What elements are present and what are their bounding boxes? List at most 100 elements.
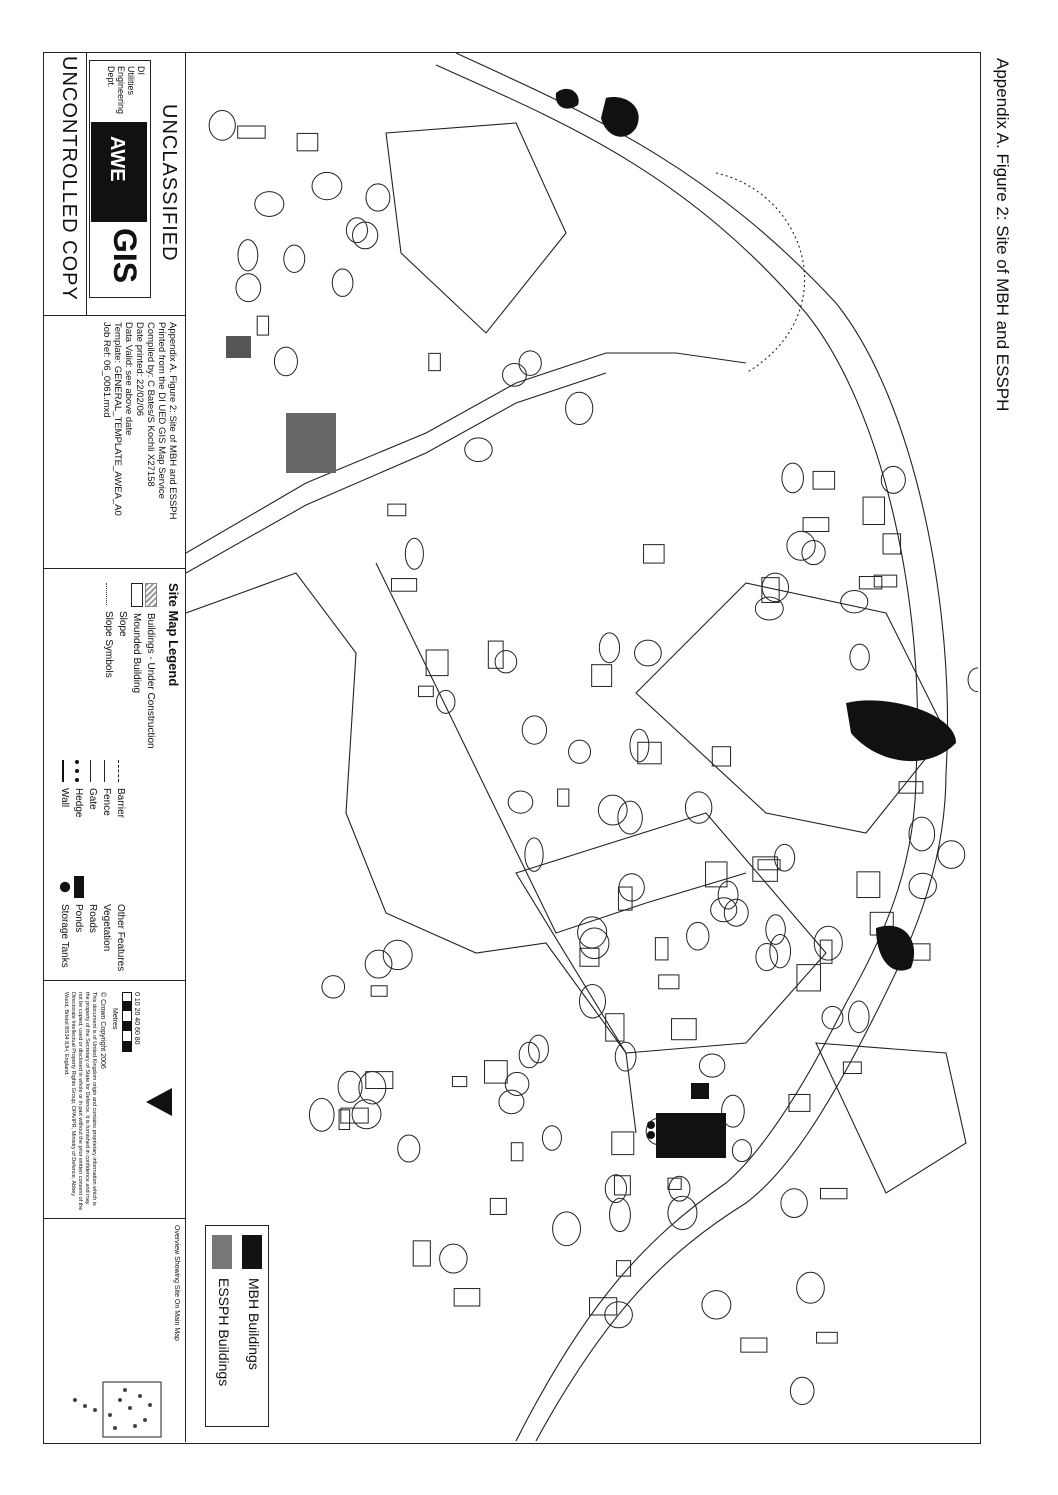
mounded-building	[667, 1195, 698, 1231]
building-footprint	[370, 985, 388, 997]
mounded-building	[311, 171, 343, 201]
building-footprint	[761, 577, 780, 603]
legend-roads: Roads	[86, 876, 100, 971]
mounded-building	[721, 1094, 745, 1128]
building-footprint	[510, 1142, 524, 1162]
legend-label: Hedge	[73, 788, 85, 818]
road-diagonal	[186, 352, 747, 554]
mounded-building	[629, 728, 650, 763]
gis-logo-text: GIS	[107, 228, 143, 284]
mounded-building	[235, 273, 262, 303]
print-info-line: Date printed: 22/02/06	[134, 322, 145, 417]
dept-line-4: Dept.	[106, 66, 116, 88]
building-footprint	[711, 746, 732, 767]
inner-boundary	[375, 562, 747, 934]
mounded-building	[609, 1197, 631, 1233]
legend-under-construction: Buildings - Under Construction	[144, 583, 158, 749]
hill-arc	[715, 172, 806, 374]
print-info-line: Job Ref: 06_0061.mxd	[101, 322, 112, 418]
mbh-tank	[647, 1131, 655, 1139]
legend-fence: Fence	[100, 760, 114, 818]
mounded-building	[786, 530, 816, 561]
uncontrolled-label: UNCONTROLLED COPY	[58, 56, 80, 301]
scale-bar-unit: Metres	[111, 1008, 118, 1030]
mounded-building	[686, 921, 710, 951]
info-divider-2	[43, 568, 185, 569]
mounded-building	[436, 689, 456, 714]
mounded-building	[577, 916, 608, 949]
building-footprint	[705, 861, 728, 888]
building-footprint	[667, 1177, 682, 1190]
overview-inset-map	[73, 1381, 162, 1438]
mounded-building	[527, 1034, 549, 1064]
info-divider-4	[43, 1218, 185, 1219]
building-footprint	[820, 1187, 848, 1200]
legend-slope: Slope	[116, 583, 130, 749]
building-footprint	[819, 939, 833, 964]
pond-nw-tank	[555, 88, 579, 109]
mounded-swatch-icon	[131, 583, 143, 607]
legend-label: Wall	[59, 788, 71, 808]
building-footprint	[591, 664, 613, 687]
info-divider-3	[43, 980, 185, 981]
mounded-building	[254, 191, 285, 217]
dept-line-1: DI	[136, 66, 146, 75]
mounded-building	[308, 1097, 335, 1132]
legend-label: Storage Tanks	[59, 904, 71, 968]
legend-mounded: Mounded Building	[130, 583, 144, 749]
building-footprint	[296, 132, 319, 152]
mounded-building	[849, 643, 870, 671]
mounded-building	[365, 183, 391, 212]
mounded-building	[552, 1211, 582, 1247]
dept-line-2: Utilities	[126, 66, 136, 96]
mounded-building	[337, 1070, 363, 1103]
legend-wall: Wall	[58, 760, 72, 818]
legend-label: Slope	[117, 611, 129, 637]
legend-label: Barrier	[115, 788, 127, 819]
compound-south	[515, 812, 827, 1054]
legend-other-features: Other Features	[114, 876, 128, 971]
pond-east	[846, 700, 956, 762]
site-legend-col-3: Other Features Vegetation Roads Ponds St…	[58, 876, 128, 971]
mounded-building	[498, 1089, 525, 1115]
building-footprint	[812, 470, 836, 490]
building-footprint	[816, 1331, 838, 1344]
mounded-building	[397, 1134, 421, 1163]
building-footprint	[898, 781, 924, 794]
building-footprint	[617, 886, 633, 911]
vegetation-swatch-icon	[102, 876, 112, 898]
building-footprint	[453, 1288, 481, 1307]
blank-swatch-icon	[116, 876, 126, 898]
mounded-building	[578, 983, 607, 1019]
mounded-building	[796, 1271, 825, 1304]
mounded-building	[439, 1243, 468, 1274]
mounded-building	[880, 465, 906, 494]
building-footprint	[796, 964, 821, 992]
building-footprint	[365, 1071, 394, 1090]
legend-label: Ponds	[73, 904, 85, 933]
road-swatch-icon	[88, 876, 98, 898]
building-footprint	[654, 937, 669, 961]
legend-label: Slope Symbols	[103, 611, 115, 678]
print-info-line: Template: GENERAL_TEMPLATE_AWEA_A0	[112, 322, 123, 516]
legend-hedge: Hedge	[72, 760, 86, 818]
mounded-building	[568, 739, 592, 764]
disclaimer-text: This document is of United Kingdom origi…	[63, 992, 97, 1211]
mounded-building	[908, 816, 936, 852]
mounded-building	[518, 350, 542, 376]
mounded-building	[494, 650, 518, 674]
mounded-building	[507, 790, 534, 814]
wall-swatch-icon	[62, 760, 64, 782]
building-footprint	[589, 1297, 618, 1316]
mbh-swatch-icon	[242, 1235, 262, 1269]
building-footprint	[752, 856, 778, 882]
building-footprint	[387, 503, 407, 517]
mounded-building	[404, 537, 424, 570]
mounded-building	[765, 914, 786, 945]
building-footprint	[858, 576, 883, 590]
print-info-line: Printed from the DI UED GIS Map Service	[156, 322, 167, 499]
site-legend-col-2: Barrier Fence Gate Hedge Wall	[58, 760, 128, 818]
pond-north	[601, 97, 639, 137]
pond-swatch-icon	[74, 876, 84, 898]
building-footprint	[802, 517, 830, 533]
